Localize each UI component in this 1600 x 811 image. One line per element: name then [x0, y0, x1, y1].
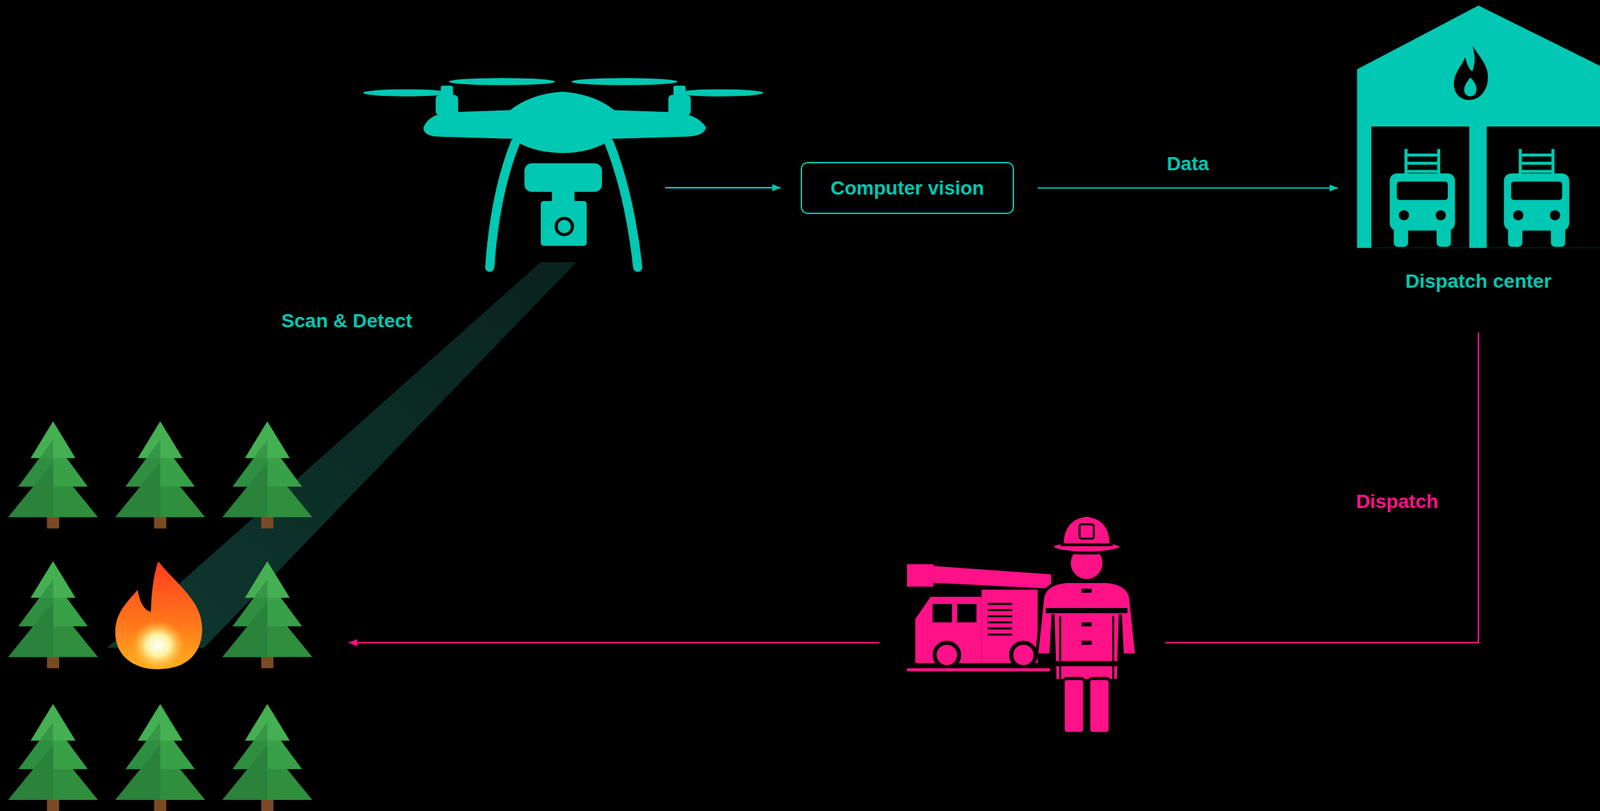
truck-window: [957, 603, 977, 623]
truck-wheel: [1393, 226, 1409, 247]
ladder-rung: [1406, 169, 1439, 173]
firefighter-icon: [1036, 515, 1137, 734]
truck-wheel: [1436, 226, 1452, 247]
fire-flame: [115, 560, 203, 670]
coat-button: [1081, 622, 1092, 627]
camera-lens: [556, 218, 573, 235]
flow-arrow: [665, 186, 781, 189]
flow-arrow: [1037, 187, 1338, 190]
pine-tree: [8, 704, 99, 811]
garage-door: [1486, 126, 1600, 249]
drone-hub: [440, 85, 454, 96]
truck-light: [1399, 209, 1410, 221]
vent-line: [987, 615, 1012, 618]
dispatch-building: Dispatch center: [1337, 5, 1600, 301]
pine-tree: [115, 704, 206, 811]
node-text: Dispatch center: [1374, 269, 1583, 294]
flame-symbol: [1454, 45, 1489, 101]
fire-core: [131, 618, 185, 668]
pine-tree: [222, 421, 313, 529]
vent-line: [987, 621, 1012, 624]
artwork: [8, 77, 1479, 811]
pine-tree: [8, 560, 99, 668]
coat-button: [1081, 588, 1092, 593]
truck-ladder-base: [907, 564, 934, 587]
pine-tree: [222, 704, 313, 811]
helmet-dome: [1062, 515, 1111, 545]
drone-camera: [540, 200, 587, 247]
firefighter-leg: [1063, 678, 1085, 734]
truck-wheel: [1011, 642, 1036, 668]
firefighter-leg: [1088, 678, 1110, 734]
process-box: Computer vision: [800, 161, 1015, 215]
step-label: Scan & Detect: [207, 309, 486, 333]
fire-truck-icon: [907, 564, 1051, 672]
truck-wheel: [934, 642, 960, 668]
truck-window: [1397, 181, 1448, 200]
truck-ladder: [1406, 148, 1439, 176]
flame-core: [1464, 77, 1477, 97]
ladder-rung: [1520, 153, 1553, 157]
truck-light: [1513, 209, 1524, 221]
truck-window: [932, 603, 953, 623]
edge-label: Data: [1048, 152, 1327, 176]
drone-blade: [449, 77, 556, 85]
drone-icon: [363, 77, 764, 267]
vent-line: [987, 633, 1012, 636]
vent-line: [987, 627, 1012, 630]
coat-seam: [1112, 616, 1115, 680]
node-outline: [1337, 5, 1600, 301]
coat-stripe: [1053, 660, 1120, 666]
ground-line: [907, 668, 1051, 672]
response-arrow: [348, 642, 880, 644]
coat-details: [1046, 588, 1128, 680]
truck-body: [1504, 173, 1570, 231]
ladder-rung: [1406, 161, 1439, 165]
ladder-rung: [1406, 153, 1439, 157]
drone-blade: [677, 88, 764, 96]
truck-body: [1389, 173, 1455, 231]
pine-tree: [8, 421, 99, 529]
drone-blade: [571, 77, 678, 85]
drone-blade: [363, 88, 450, 96]
coat-seam: [1059, 616, 1062, 680]
drone-leg: [608, 143, 638, 268]
drone-hub: [673, 85, 687, 96]
truck-wheel: [1508, 226, 1523, 247]
truck-light: [1435, 209, 1446, 221]
dispatch-line: [1164, 332, 1479, 643]
truck-ladder: [907, 564, 1051, 589]
truck-wheel: [1550, 226, 1566, 247]
drone-leg: [490, 143, 516, 268]
vent-line: [987, 608, 1012, 611]
coat-button: [1081, 640, 1092, 646]
garage-door: [1371, 126, 1470, 249]
node-text: Computer vision: [830, 176, 985, 201]
ladder-rung: [1520, 169, 1553, 173]
vent-line: [987, 603, 1012, 606]
garage-truck: [1504, 148, 1570, 247]
drone-gimbal: [524, 163, 603, 192]
truck-ladder: [1520, 148, 1553, 176]
truck-vents: [987, 603, 1012, 635]
garage-truck: [1389, 148, 1455, 247]
pine-tree: [115, 421, 206, 529]
ladder-rung: [1520, 161, 1553, 165]
pine-tree: [222, 560, 313, 668]
truck-light: [1549, 209, 1561, 221]
coat-stripe: [1046, 608, 1128, 614]
firefighter-coat: [1036, 581, 1137, 681]
drone-body: [423, 91, 707, 153]
helmet-badge: [1079, 524, 1095, 540]
truck-window: [1511, 181, 1562, 200]
step-label: Dispatch: [1258, 490, 1537, 514]
